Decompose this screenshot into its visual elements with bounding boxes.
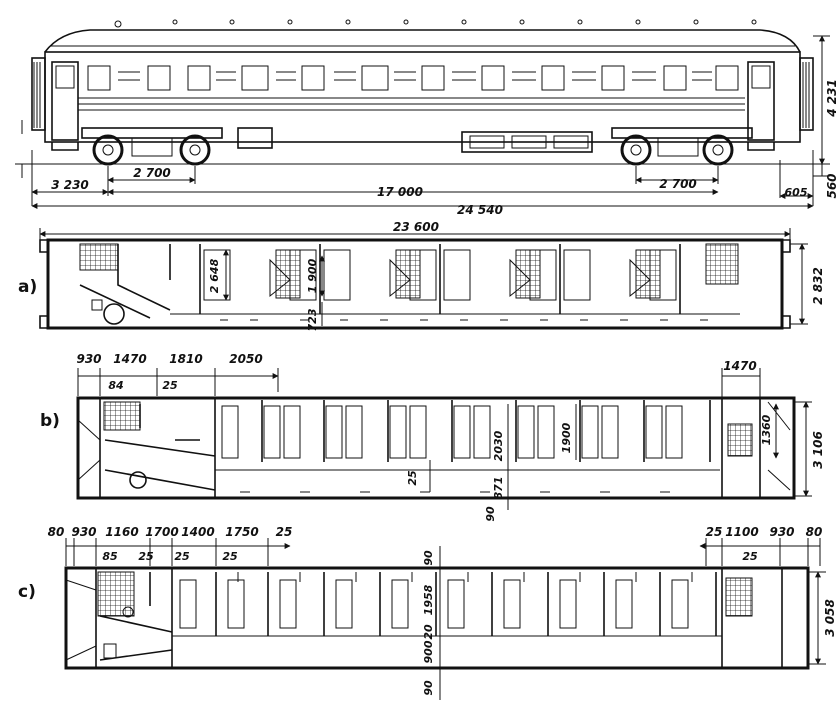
dim-b-center-0: 25 — [406, 470, 419, 486]
dim-overhang: 3 230 — [51, 178, 89, 192]
dim-c-right-sub: 25 — [742, 550, 758, 563]
dim-c-top-6: 25 — [276, 525, 293, 539]
dim-c-right-top-2: 930 — [769, 525, 794, 539]
side-elevation: 4 231 560 605 2 700 2 700 3 230 17 000 2… — [15, 19, 839, 217]
dim-a-berth-length: 2 648 — [208, 258, 221, 293]
dim-b-top-0: 930 — [76, 352, 101, 366]
plan-c-label: c) — [18, 582, 36, 602]
dim-a-width: 2 832 — [811, 267, 825, 305]
side-dimensions — [21, 35, 830, 209]
dim-b-top-2: 1810 — [169, 352, 202, 366]
dim-a-berth-width: 1 900 — [306, 258, 319, 293]
dim-b-sub-0: 84 — [108, 379, 123, 392]
dim-b-right-top: 1470 — [723, 359, 756, 373]
dim-b-center-1: 2030 — [492, 430, 505, 461]
dim-a-body-length: 23 600 — [393, 220, 439, 234]
dim-c-sub-3: 25 — [222, 550, 238, 563]
dim-c-sub-2: 25 — [174, 550, 190, 563]
roof-vents — [114, 19, 757, 28]
dim-height: 4 231 — [825, 79, 839, 118]
plan-c-wc-left — [97, 571, 135, 617]
dim-b-center-2: 1900 — [560, 422, 573, 453]
dim-bogie-right: 2 700 — [659, 177, 697, 191]
dim-step: 560 — [825, 173, 839, 198]
dim-c-center-3: 900 — [422, 640, 435, 663]
dim-c-sub-1: 25 — [138, 550, 154, 563]
dim-c-right-top-1: 1100 — [725, 525, 758, 539]
plan-c: c) 80 930 1160 1700 1400 1750 25 85 25 2… — [18, 525, 837, 700]
side-windows — [87, 65, 739, 91]
dim-b-center-4: 90 — [484, 506, 497, 522]
plan-c-compartments — [179, 572, 717, 636]
plan-b-wc-right — [727, 423, 753, 457]
dim-c-center-4: 90 — [422, 680, 435, 696]
dim-b-center-3: 871 — [492, 477, 505, 500]
dim-c-right-top-0: 25 — [706, 525, 723, 539]
dim-c-top-1: 930 — [71, 525, 96, 539]
dim-c-top-0: 80 — [48, 525, 65, 539]
dim-c-top-5: 1750 — [225, 525, 258, 539]
dim-c-top-3: 1700 — [145, 525, 178, 539]
plan-a: a) 23 600 2 832 2 648 1 900 — [18, 220, 825, 331]
dim-c-center-2: 20 — [422, 624, 435, 640]
plan-b-wc-left — [103, 401, 141, 431]
dim-b-right-side: 1360 — [760, 414, 773, 445]
dim-c-center-0: 90 — [422, 550, 435, 566]
dim-b-sub-1: 25 — [162, 379, 178, 392]
plan-b: b) 930 1470 1810 2050 84 25 1470 — [40, 352, 825, 522]
dim-c-top-2: 1160 — [105, 525, 138, 539]
plan-b-label: b) — [40, 411, 60, 431]
bogie-left — [81, 127, 223, 166]
bogie-right — [611, 127, 753, 166]
dim-a-aisle: 723 — [306, 308, 319, 331]
plan-b-compartments — [221, 400, 711, 493]
dim-c-top-4: 1400 — [181, 525, 214, 539]
plan-a-label: a) — [18, 277, 37, 297]
plan-c-wc-right — [725, 577, 753, 617]
plan-a-wc-left — [79, 243, 119, 271]
dim-b-top-3: 2050 — [229, 352, 262, 366]
dim-b-width: 3 106 — [811, 431, 825, 469]
dim-bogie-left: 2 700 — [133, 166, 171, 180]
dim-c-sub-0: 85 — [102, 550, 118, 563]
dim-c-center-1: 1958 — [422, 584, 435, 615]
dim-bogie-centers: 17 000 — [377, 185, 423, 199]
plan-a-wc-right — [705, 243, 739, 285]
dim-end-offset: 605 — [785, 186, 808, 199]
dim-b-top-1: 1470 — [113, 352, 146, 366]
dim-c-width: 3 058 — [823, 599, 837, 637]
dim-overall-length: 24 540 — [457, 203, 503, 217]
plan-a-compartments — [199, 244, 708, 321]
dim-c-right-top-3: 80 — [806, 525, 823, 539]
